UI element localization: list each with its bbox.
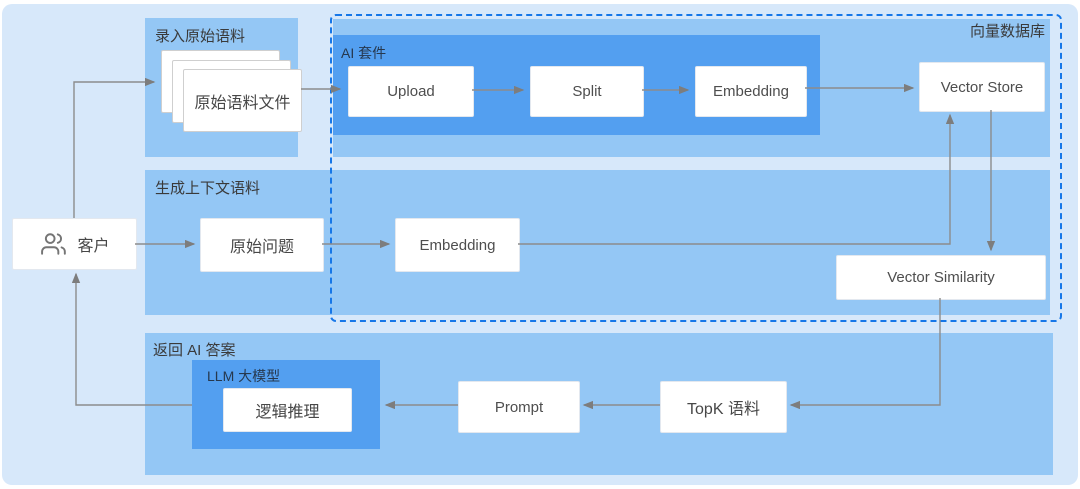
section-title-ingest: 录入原始语料 bbox=[155, 28, 246, 45]
section-title-vector-db: 向量数据库 bbox=[969, 23, 1045, 40]
node-split: Split bbox=[530, 66, 644, 117]
node-vector-store: Vector Store bbox=[919, 62, 1045, 112]
node-topk-corpus: TopK 语料 bbox=[660, 381, 787, 433]
corpus-file-card-front: 原始语料文件 bbox=[183, 69, 302, 132]
node-prompt: Prompt bbox=[458, 381, 580, 433]
vector-db-boundary bbox=[330, 14, 1062, 322]
users-icon bbox=[41, 233, 67, 255]
llm-model-title: LLM 大模型 bbox=[207, 368, 281, 384]
section-title-context: 生成上下文语料 bbox=[155, 180, 261, 197]
node-logic-reasoning: 逻辑推理 bbox=[223, 388, 352, 432]
node-embedding-ingest: Embedding bbox=[695, 66, 807, 117]
node-original-question: 原始问题 bbox=[200, 218, 324, 272]
customer-label: 客户 bbox=[77, 238, 110, 255]
node-customer: 客户 bbox=[12, 218, 137, 270]
section-title-answer: 返回 AI 答案 bbox=[153, 342, 236, 359]
node-vector-similarity: Vector Similarity bbox=[836, 255, 1046, 300]
ai-suite-title: AI 套件 bbox=[341, 45, 387, 61]
node-upload: Upload bbox=[348, 66, 474, 117]
node-embedding-query: Embedding bbox=[395, 218, 520, 272]
